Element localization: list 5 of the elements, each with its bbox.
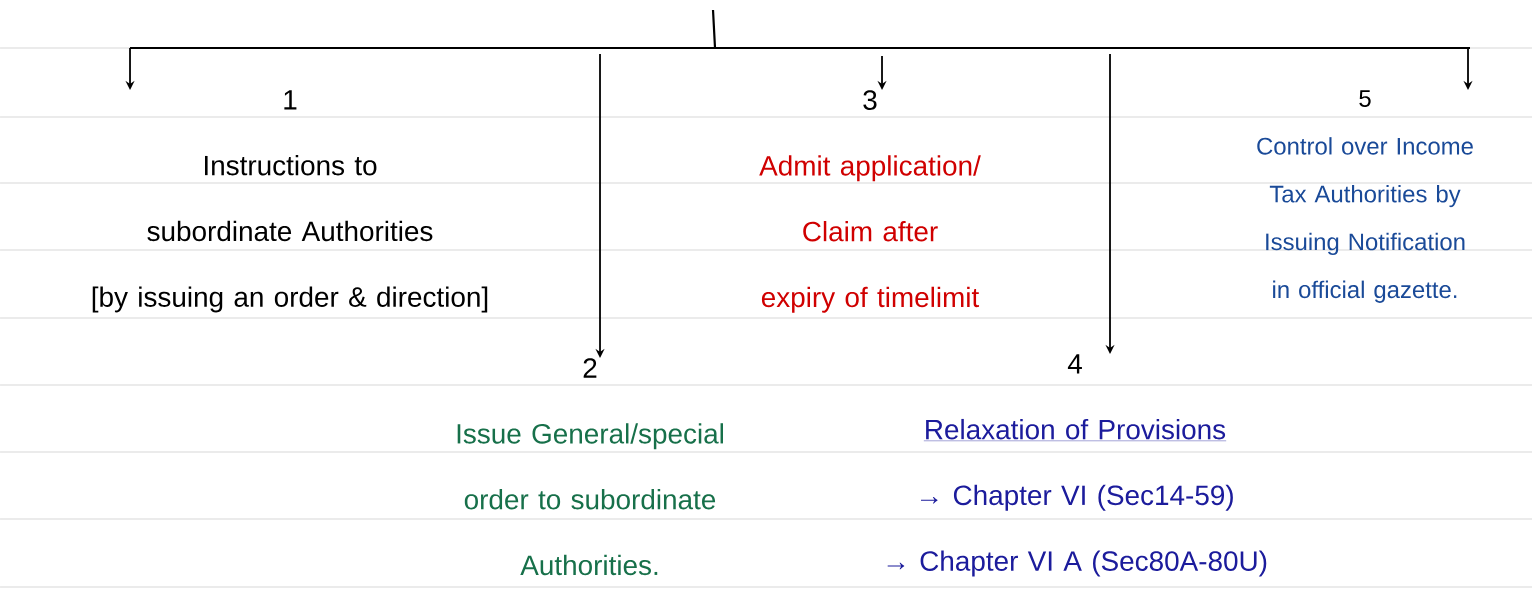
list-item: 2 Issue General/special order to subordinate Authorities. (457, 358, 723, 576)
list-item: 4 Relaxation of Provisions → Chapter VI (Sec14-59) → Chapter VI A (Sec80A-80U) (887, 354, 1267, 577)
list-item: 5 Control over Income Tax Authorities by Issuing Notification in official gazette. (1257, 90, 1473, 303)
list-item: 1 Instructions to subordinate Authorities [by issuing an order & direction] (92, 90, 488, 313)
list-item: 3 Admit application/ Claim after expiry of timelimit (759, 90, 981, 313)
